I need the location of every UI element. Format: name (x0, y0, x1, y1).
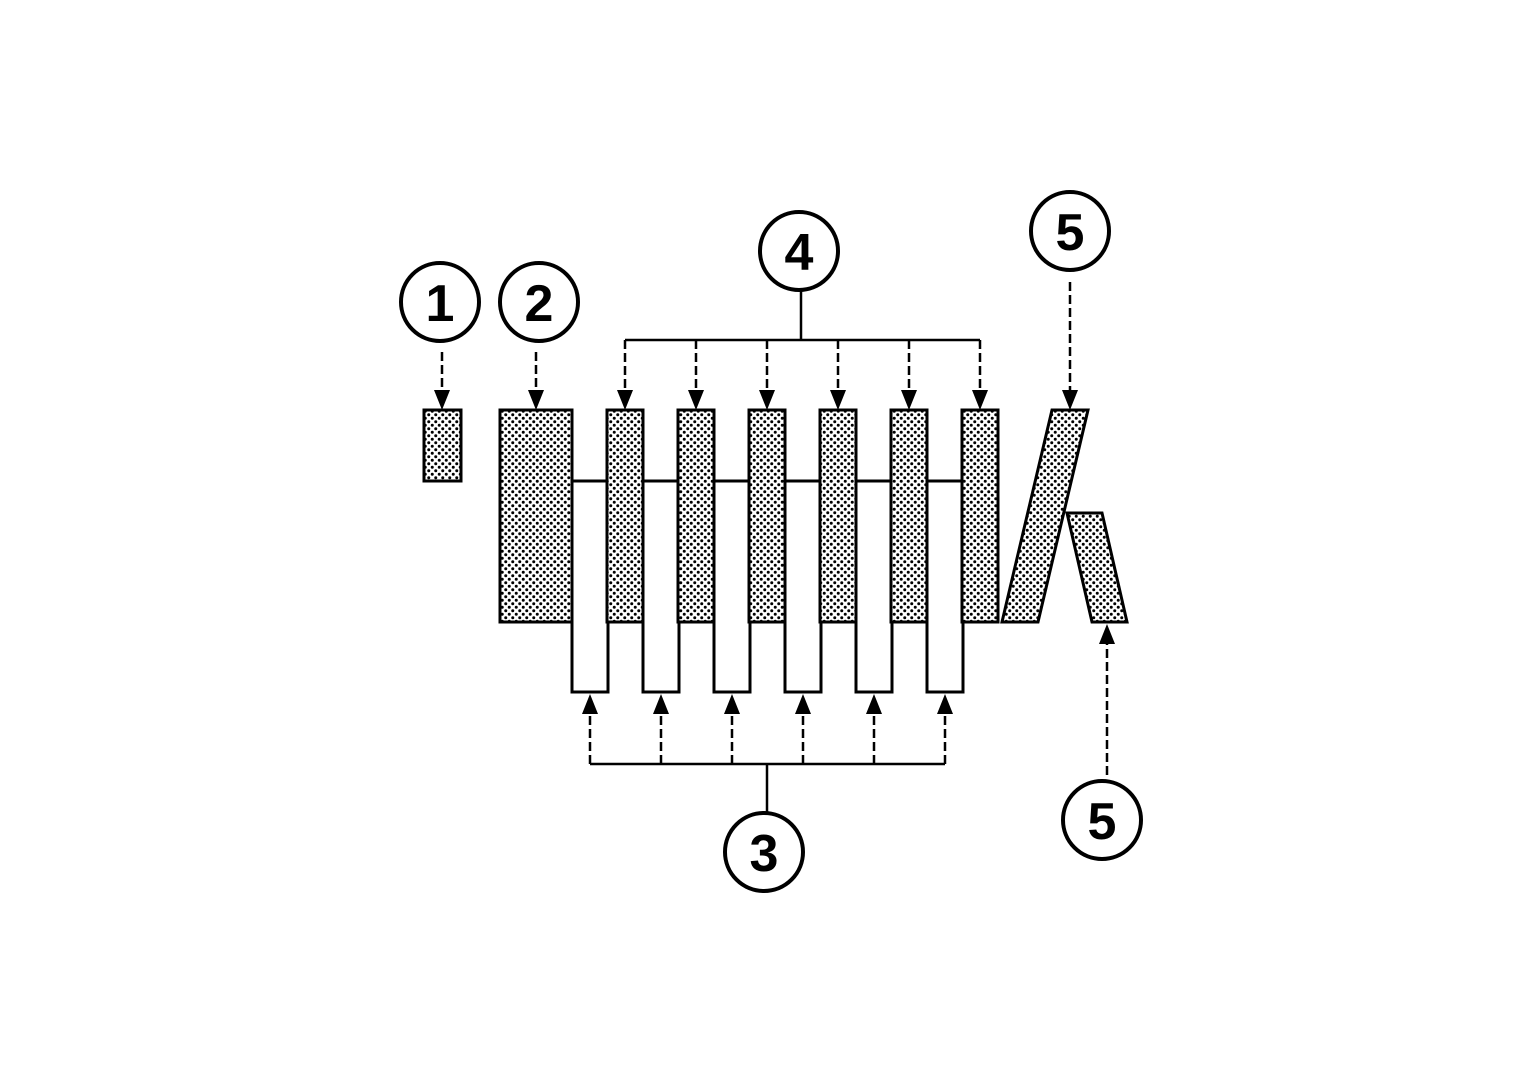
part-4-sections (605, 408, 1000, 624)
callout-3: 3 (723, 811, 805, 893)
callout-3-label: 3 (750, 825, 779, 883)
callout-5-bottom: 5 (1061, 779, 1143, 861)
callout-4-label: 4 (785, 224, 814, 282)
callout-2-label: 2 (525, 275, 554, 333)
part-1-block (422, 408, 463, 483)
callout-5-top: 5 (1029, 190, 1111, 272)
callout-4: 4 (758, 210, 840, 292)
callout-1-label: 1 (426, 275, 455, 333)
part-5-slanted-upper (1000, 408, 1090, 624)
leader-5-bottom (1099, 624, 1115, 775)
leader-4 (617, 289, 988, 410)
part-5-slanted-lower (1065, 511, 1129, 624)
leader-5-top (1062, 282, 1078, 410)
leader-3 (582, 694, 953, 812)
callout-5-bottom-label: 5 (1088, 793, 1117, 851)
callout-2: 2 (498, 261, 580, 343)
leader-1 (434, 352, 450, 410)
leader-2 (528, 352, 544, 410)
callout-5-top-label: 5 (1056, 204, 1085, 262)
part-3-sections (570, 479, 965, 694)
callout-1: 1 (399, 261, 481, 343)
part-2-block (498, 408, 574, 624)
